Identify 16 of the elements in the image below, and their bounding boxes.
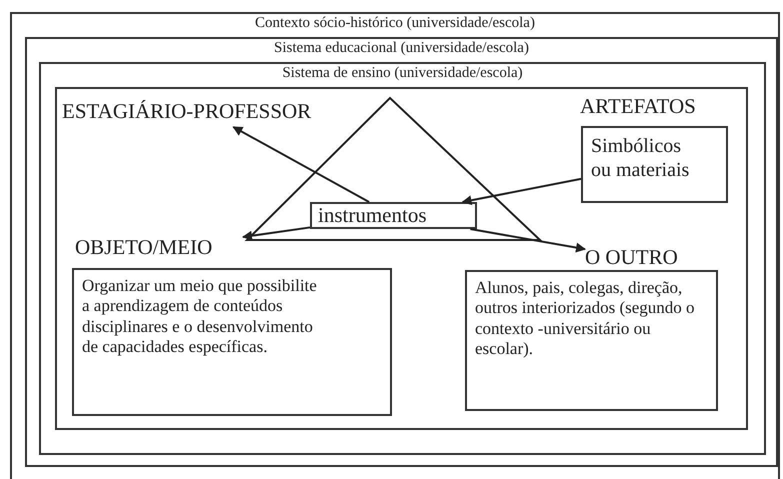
text-box: Simbólicos ou materiais [581,126,728,203]
frame-heading: Sistema de ensino (universidade/escola) [281,65,524,82]
arrow [232,126,370,203]
text-box: Alunos, pais, colegas, direção, outros interiorizados (segundo o contexto -universitário ou escolar). [465,270,718,411]
node-label: OBJETO/MEIO [75,235,243,263]
arrow [242,226,310,241]
node-label: ARTEFATOS [580,94,720,122]
frame-heading: Sistema educacional (universidade/escola) [273,40,530,57]
text-box: instrumentos [310,202,477,229]
arrow [462,178,582,206]
node-label: O OUTRO [585,245,697,273]
arrow [470,228,586,253]
text-box: Organizar um meio que possibilite a aprendizagem de conteúdos disciplinares e o desenvolvimento de capacidades específicas. [72,268,392,416]
node-label: ESTAGIÁRIO-PROFESSOR [62,99,354,127]
inner-frame [55,87,748,430]
frame-heading: Contexto sócio-histórico (universidade/escola) [254,15,536,32]
